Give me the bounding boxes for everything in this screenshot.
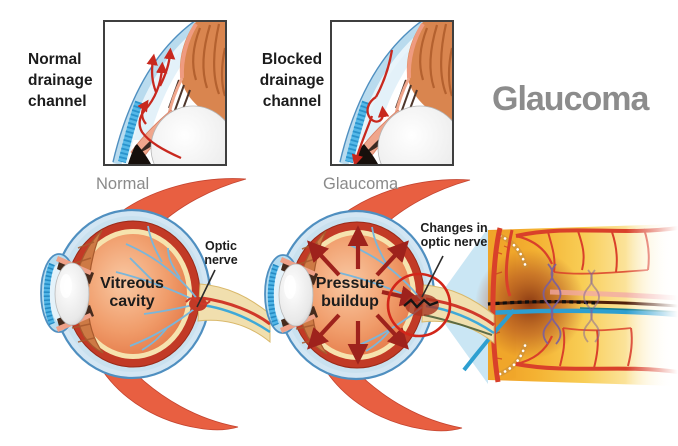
normal-caption: Normal <box>96 175 150 193</box>
pressure-buildup-label: Pressure buildup <box>315 275 385 310</box>
glaucoma-caption: Glaucoma <box>323 175 399 193</box>
blocked-inset-box <box>330 20 454 166</box>
blocked-drainage-label: Blocked drainage channel <box>259 51 325 110</box>
main-title: Glaucoma <box>492 80 649 118</box>
normal-drainage-inset-illustration <box>112 22 225 164</box>
optic-nerve-detail-illustration <box>432 212 678 398</box>
blocked-drainage-inset-illustration <box>339 22 452 164</box>
normal-drainage-label: Normal drainage channel <box>28 51 93 110</box>
normal-inset-box <box>103 20 227 166</box>
vitreous-cavity-label: Vitreous cavity <box>100 275 164 310</box>
optic-nerve-label: Optic nerve <box>204 239 238 267</box>
changes-optic-nerve-label: Changes in optic nerve <box>420 221 488 249</box>
normal-eye-illustration <box>40 178 271 431</box>
glaucoma-eye-illustration <box>264 179 495 432</box>
